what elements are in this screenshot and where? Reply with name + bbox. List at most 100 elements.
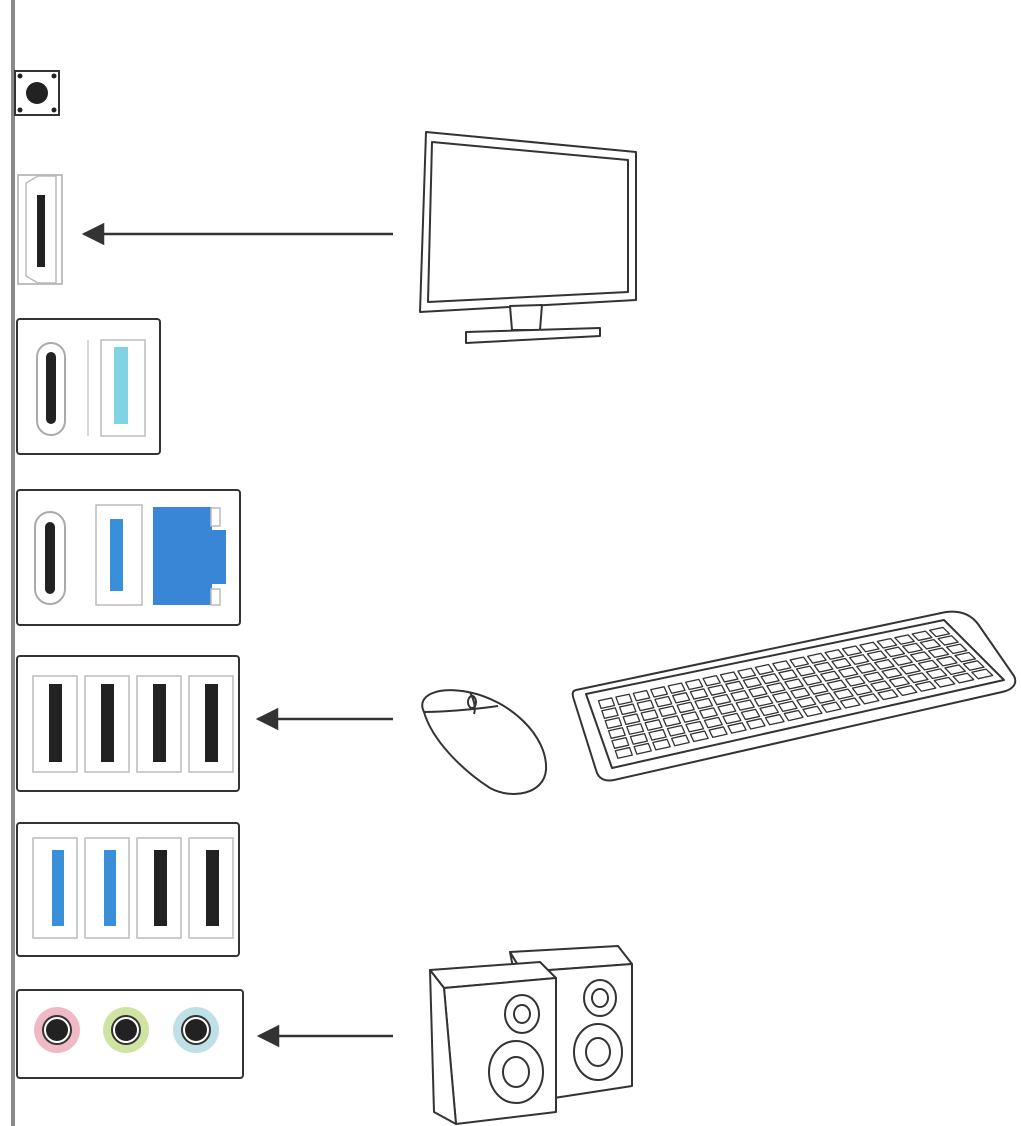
keyboard-key [622, 713, 641, 726]
keyboard-key [748, 686, 768, 698]
keyboard-key [858, 693, 880, 705]
keyboard-key [680, 711, 700, 723]
keyboard-key [648, 728, 667, 741]
hdmi-port [17, 174, 63, 285]
keyboard-key [601, 707, 619, 719]
keyboard-key [802, 705, 823, 718]
keyboard-key [760, 673, 780, 685]
usb-a-mixed-ports [16, 822, 240, 957]
keyboard-key [944, 664, 966, 676]
keyboard-key [618, 703, 637, 716]
usb-c-usb-a-group [16, 318, 161, 455]
keyboard-key [896, 685, 918, 697]
keyboard-key [933, 676, 956, 688]
keyboard-key [866, 650, 888, 662]
keyboard-key [633, 742, 652, 755]
keyboard-key [719, 671, 739, 683]
keyboard-key [821, 701, 842, 713]
keyboard-key [802, 674, 823, 686]
keyboard-icon [571, 610, 1017, 782]
keyboard-key [658, 705, 677, 718]
usb-c-usb-a-lan-group [16, 489, 241, 626]
keyboard-key [667, 682, 686, 694]
keyboard-key [790, 687, 811, 699]
keyboard-key [783, 709, 804, 722]
keyboard-key [863, 671, 884, 683]
keyboard-key [742, 676, 762, 689]
keyboard-key [746, 718, 766, 730]
keyboard-key [636, 699, 655, 712]
keyboard-key [844, 675, 866, 687]
usb-a-port [136, 675, 182, 773]
keyboard-key [807, 652, 827, 664]
audio-jack-green [103, 1007, 149, 1053]
usb-a-port [84, 675, 130, 773]
usb-a-black-ports [16, 655, 240, 792]
lan-port [153, 507, 226, 606]
keyboard-key [937, 635, 959, 646]
audio-jack-light-blue [173, 1007, 219, 1053]
keyboard-key [650, 686, 669, 698]
usb-a-port [84, 837, 130, 939]
keyboard-key [952, 672, 975, 684]
keyboard-key [670, 734, 690, 747]
keyboard-key [766, 682, 786, 694]
keyboard-key [808, 683, 829, 695]
keyboard-key [856, 662, 877, 674]
keyboard-key [839, 697, 861, 709]
keyboard-key [753, 695, 774, 707]
keyboard-key [814, 692, 836, 704]
keyboard-key [611, 736, 630, 749]
keyboard-key [694, 697, 714, 710]
keyboard-key [717, 703, 737, 715]
keyboard-key [851, 684, 873, 696]
keyboard-key [859, 641, 880, 653]
keyboard-key [795, 665, 816, 677]
keyboard-key [899, 663, 921, 675]
keyboard-key [654, 695, 673, 708]
usb-a-port [188, 675, 234, 773]
keyboard-key [652, 738, 671, 751]
keyboard-key [689, 730, 709, 743]
keyboard-key [722, 712, 742, 725]
keyboard-key [689, 688, 709, 700]
keyboard-key [778, 669, 798, 681]
keyboard-key [962, 660, 985, 671]
keyboard-key [831, 657, 852, 669]
keyboard-key [772, 691, 792, 703]
keyboard-key [909, 651, 932, 662]
keyboard-key [666, 724, 686, 737]
keyboard-key [764, 713, 785, 726]
keyboard-key [894, 634, 915, 645]
keyboard-key [703, 716, 723, 729]
keyboard-key [740, 708, 761, 721]
keyboard-key [870, 680, 892, 692]
keyboard-key [708, 726, 728, 738]
keyboard-key [632, 689, 651, 702]
keyboard-key [826, 679, 848, 691]
keyboard-key [914, 680, 937, 692]
keyboard-key [936, 655, 958, 667]
keyboard-key [789, 656, 810, 668]
keyboard-key [884, 646, 906, 658]
usb-a-port [32, 675, 78, 773]
keyboard-key [833, 688, 854, 700]
usb-a-port [136, 837, 182, 939]
keyboard-key [604, 717, 623, 729]
keyboard-key [925, 668, 948, 680]
keyboard-key [626, 723, 645, 735]
keyboard-key [820, 670, 841, 682]
keyboard-key [699, 707, 718, 719]
keyboard-key [888, 676, 910, 688]
clear-cmos-button [14, 70, 60, 116]
keyboard-key [954, 651, 977, 663]
keyboard-key [629, 732, 649, 745]
keyboard-key [676, 701, 695, 714]
keyboard-key [929, 626, 951, 638]
keyboard-key [848, 654, 870, 665]
keyboard-keys [597, 626, 994, 759]
monitor-icon [419, 131, 637, 344]
usb-a-port [32, 837, 78, 939]
keyboard-key [927, 647, 950, 659]
keyboard-key [725, 680, 744, 692]
